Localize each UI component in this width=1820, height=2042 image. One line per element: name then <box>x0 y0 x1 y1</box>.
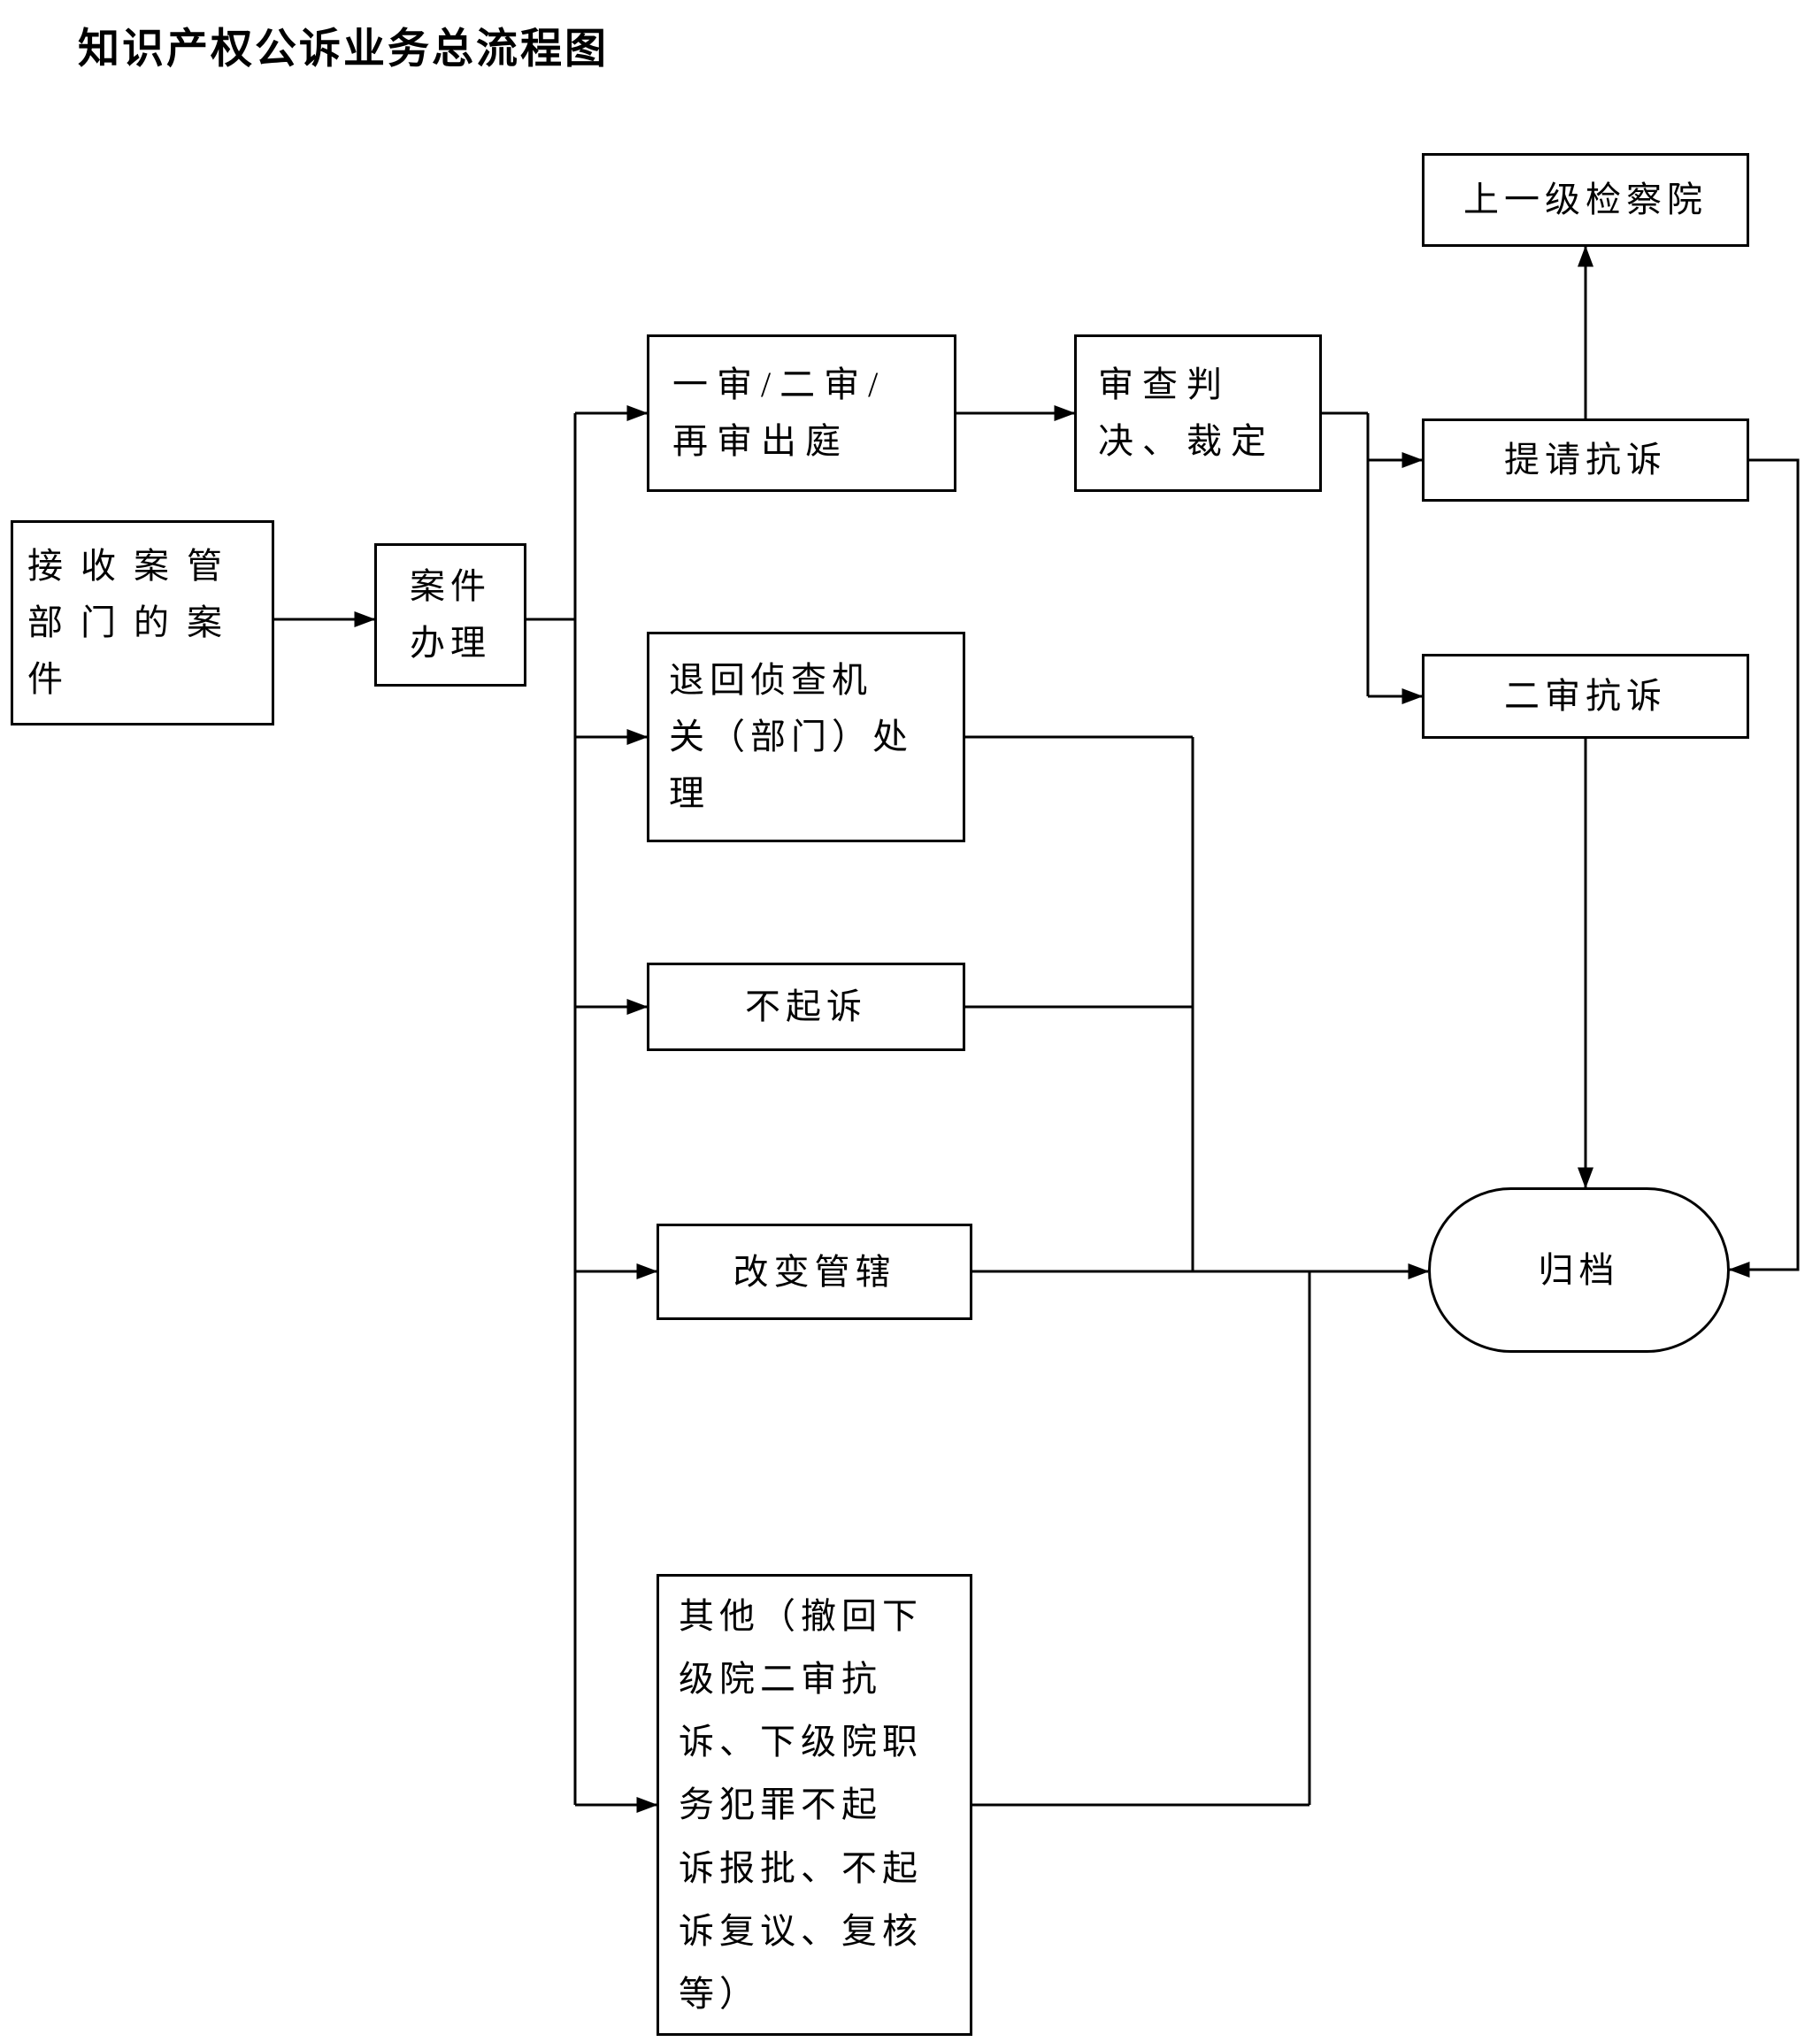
node-case-handling-label: 案件 办理 <box>410 566 491 663</box>
node-change-jurisdiction: 改变管辖 <box>657 1224 972 1320</box>
node-second-instance-protest: 二审抗诉 <box>1422 654 1749 739</box>
node-no-prosecution: 不起诉 <box>647 963 965 1051</box>
node-receive-case: 接收案管 部门的案 件 <box>11 520 274 725</box>
node-archive: 归档 <box>1428 1187 1730 1353</box>
node-court-appearance: 一审/二审/ 再审出庭 <box>647 334 956 492</box>
node-request-protest-label: 提请抗诉 <box>1504 440 1667 480</box>
node-higher-procuratorate: 上一级检察院 <box>1422 153 1749 247</box>
node-other-matters: 其他（撤回下 级院二审抗 诉、下级院职 务犯罪不起 诉报批、不起 诉复议、复核 … <box>657 1574 972 2036</box>
node-court-appearance-label: 一审/二审/ 再审出庭 <box>672 365 887 461</box>
node-higher-procuratorate-label: 上一级检察院 <box>1463 180 1708 219</box>
node-second-instance-protest-label: 二审抗诉 <box>1504 676 1667 716</box>
node-review-judgment: 审查判 决、裁定 <box>1074 334 1322 492</box>
node-change-jurisdiction-label: 改变管辖 <box>733 1251 896 1292</box>
node-return-to-investigation: 退回侦查机 关（部门）处 理 <box>647 632 965 842</box>
node-other-matters-label: 其他（撤回下 级院二审抗 诉、下级院职 务犯罪不起 诉报批、不起 诉复议、复核 … <box>679 1595 923 2014</box>
node-return-to-investigation-label: 退回侦查机 关（部门）处 理 <box>669 660 913 813</box>
node-no-prosecution-label: 不起诉 <box>745 986 867 1026</box>
diagram-title: 知识产权公诉业务总流程图 <box>78 25 609 72</box>
connector-request-to-archive <box>1728 458 1800 1278</box>
node-review-judgment-label: 审查判 决、裁定 <box>1098 365 1275 461</box>
node-request-protest: 提请抗诉 <box>1422 418 1749 502</box>
node-case-handling: 案件 办理 <box>374 543 526 687</box>
node-receive-case-label: 接收案管 部门的案 件 <box>27 546 240 699</box>
node-archive-label: 归档 <box>1538 1249 1620 1290</box>
